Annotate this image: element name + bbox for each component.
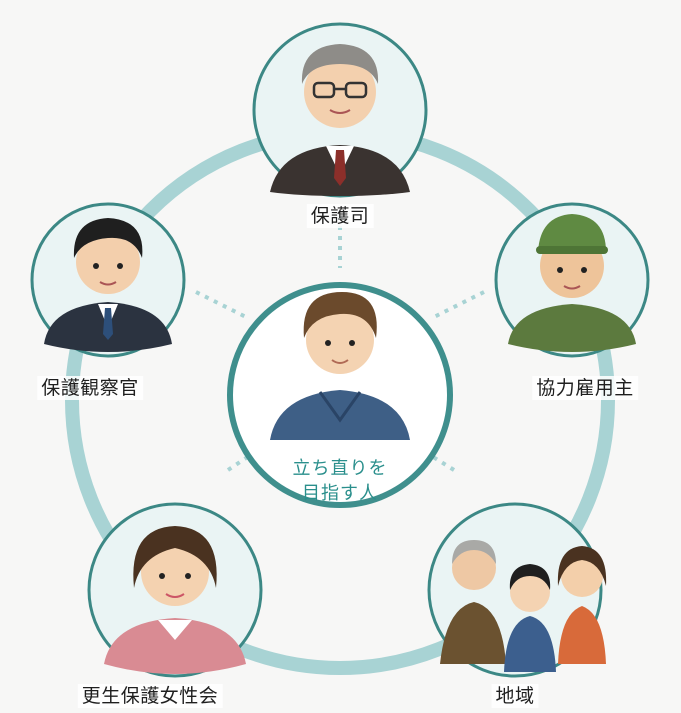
label-employer: 協力雇用主 [532, 376, 638, 400]
label-hogoshi: 保護司 [306, 204, 374, 228]
label-womens-assoc: 更生保護女性会 [77, 684, 223, 708]
node-employer [494, 202, 650, 358]
center-label-line1: 立ち直りを [292, 458, 388, 479]
node-womens-assoc [87, 502, 263, 678]
center-person-node [227, 282, 453, 508]
node-community [427, 502, 607, 678]
node-hogoshi [252, 22, 428, 198]
label-community: 地域 [491, 684, 539, 708]
label-officer: 保護観察官 [37, 376, 143, 400]
center-label-line2: 目指す人 [302, 483, 378, 504]
center-label: 立ち直りを 目指す人 [293, 456, 388, 506]
node-officer [30, 202, 186, 358]
